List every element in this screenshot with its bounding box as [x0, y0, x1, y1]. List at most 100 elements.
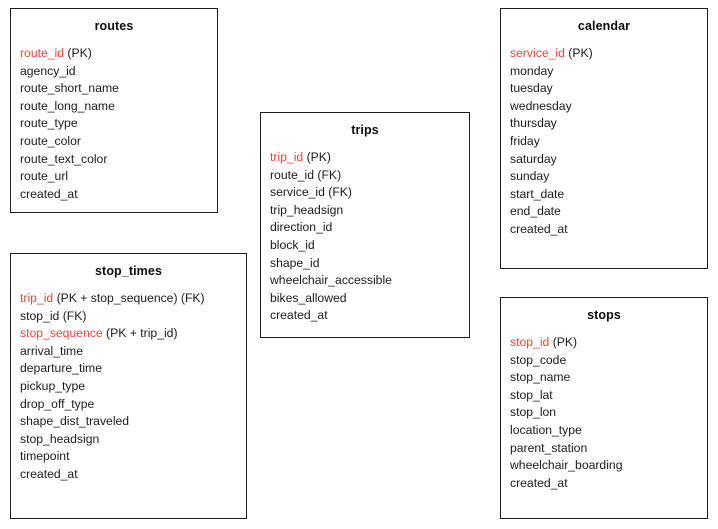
- field-row: sunday: [510, 168, 698, 186]
- field-name-direction_id: direction_id: [270, 220, 333, 235]
- field-name-end_date: end_date: [510, 204, 561, 219]
- field-row: stop_sequence (PK + trip_id): [20, 325, 237, 343]
- field-note: (FK): [59, 308, 87, 323]
- field-row: route_color: [20, 133, 208, 151]
- field-name-route_url: route_url: [20, 169, 69, 184]
- field-name-thursday: thursday: [510, 116, 557, 131]
- field-note: (PK): [549, 335, 578, 349]
- field-row: created_at: [510, 475, 698, 493]
- field-name-created_at: created_at: [20, 186, 78, 201]
- field-name-created_at: created_at: [510, 221, 568, 236]
- field-row: stop_lon: [510, 404, 698, 422]
- field-name-sunday: sunday: [510, 169, 550, 184]
- field-name-departure_time: departure_time: [20, 361, 102, 376]
- field-row: route_url: [20, 168, 208, 186]
- field-row: route_type: [20, 115, 208, 133]
- field-name-block_id: block_id: [270, 237, 315, 252]
- field-row: drop_off_type: [20, 396, 237, 414]
- entity-title-stop_times: stop_times: [95, 264, 162, 278]
- field-row: route_long_name: [20, 98, 208, 116]
- field-list-trips: trip_id (PK)route_id (FK)service_id (FK)…: [261, 149, 469, 333]
- field-row: pickup_type: [20, 378, 237, 396]
- field-name-route_color: route_color: [20, 133, 81, 148]
- field-row: block_id: [270, 237, 460, 255]
- field-name-bikes_allowed: bikes_allowed: [270, 290, 347, 305]
- field-name-location_type: location_type: [510, 422, 582, 437]
- field-name-route_long_name: route_long_name: [20, 98, 115, 113]
- field-row: saturday: [510, 151, 698, 169]
- field-name-route_short_name: route_short_name: [20, 81, 119, 96]
- field-row: wheelchair_boarding: [510, 457, 698, 475]
- field-name-trip_id: trip_id: [270, 150, 304, 164]
- field-row: agency_id: [20, 63, 208, 81]
- field-row: thursday: [510, 115, 698, 133]
- field-name-trip_headsign: trip_headsign: [270, 202, 344, 217]
- field-name-stop_lon: stop_lon: [510, 405, 557, 420]
- field-name-route_id: route_id: [20, 46, 65, 60]
- field-name-stop_sequence: stop_sequence: [20, 326, 103, 341]
- field-row: end_date: [510, 203, 698, 221]
- field-name-pickup_type: pickup_type: [20, 378, 86, 393]
- field-name-timepoint: timepoint: [20, 449, 70, 464]
- field-name-shape_dist_traveled: shape_dist_traveled: [20, 414, 130, 429]
- entity-title-calendar: calendar: [577, 19, 631, 33]
- field-row: trip_headsign: [270, 202, 460, 220]
- field-name-trip_id: trip_id: [20, 291, 54, 305]
- field-row: route_id (PK): [20, 45, 208, 63]
- field-name-created_at: created_at: [270, 308, 328, 323]
- field-row: route_id (FK): [270, 167, 460, 185]
- field-row: created_at: [270, 307, 460, 325]
- field-row: created_at: [20, 186, 208, 204]
- field-row: wheelchair_accessible: [270, 272, 460, 290]
- field-note: (PK): [303, 150, 331, 164]
- field-name-tuesday: tuesday: [510, 81, 553, 96]
- field-row: trip_id (PK): [270, 149, 460, 167]
- entity-table-stop_times[interactable]: stop_times trip_id (PK + stop_sequence) (…: [10, 253, 247, 519]
- field-note: (FK): [314, 167, 342, 182]
- field-row: friday: [510, 133, 698, 151]
- field-name-route_id: route_id: [270, 167, 315, 182]
- field-row: location_type: [510, 422, 698, 440]
- field-name-route_text_color: route_text_color: [20, 151, 108, 166]
- field-name-friday: friday: [510, 133, 540, 148]
- field-note: (PK): [564, 46, 593, 60]
- field-row: direction_id: [270, 219, 460, 237]
- field-list-stop_times: trip_id (PK + stop_sequence) (FK)stop_id…: [11, 290, 246, 492]
- field-row: wednesday: [510, 98, 698, 116]
- field-note: (PK): [64, 46, 92, 60]
- field-row: parent_station: [510, 440, 698, 458]
- field-name-stop_lat: stop_lat: [510, 387, 553, 402]
- field-row: trip_id (PK + stop_sequence) (FK): [20, 290, 237, 308]
- field-name-stop_code: stop_code: [510, 352, 567, 367]
- field-name-drop_off_type: drop_off_type: [20, 396, 95, 411]
- field-note: (PK + stop_sequence) (FK): [53, 291, 205, 305]
- field-name-agency_id: agency_id: [20, 63, 76, 78]
- field-name-wheelchair_boarding: wheelchair_boarding: [510, 458, 623, 473]
- field-row: stop_headsign: [20, 431, 237, 449]
- field-row: stop_id (PK): [510, 334, 698, 352]
- field-row: service_id (FK): [270, 184, 460, 202]
- field-row: arrival_time: [20, 343, 237, 361]
- field-row: created_at: [510, 221, 698, 239]
- field-name-start_date: start_date: [510, 186, 565, 201]
- field-name-saturday: saturday: [510, 151, 557, 166]
- entity-title-routes: routes: [94, 19, 134, 33]
- field-name-created_at: created_at: [510, 475, 568, 490]
- field-name-stop_headsign: stop_headsign: [20, 431, 100, 446]
- field-name-stop_id: stop_id: [510, 335, 550, 349]
- field-row: timepoint: [20, 448, 237, 466]
- field-row: stop_lat: [510, 387, 698, 405]
- field-name-stop_id: stop_id: [20, 308, 60, 323]
- field-name-stop_name: stop_name: [510, 370, 571, 385]
- field-row: bikes_allowed: [270, 290, 460, 308]
- field-row: monday: [510, 63, 698, 81]
- field-note: (FK): [324, 185, 352, 200]
